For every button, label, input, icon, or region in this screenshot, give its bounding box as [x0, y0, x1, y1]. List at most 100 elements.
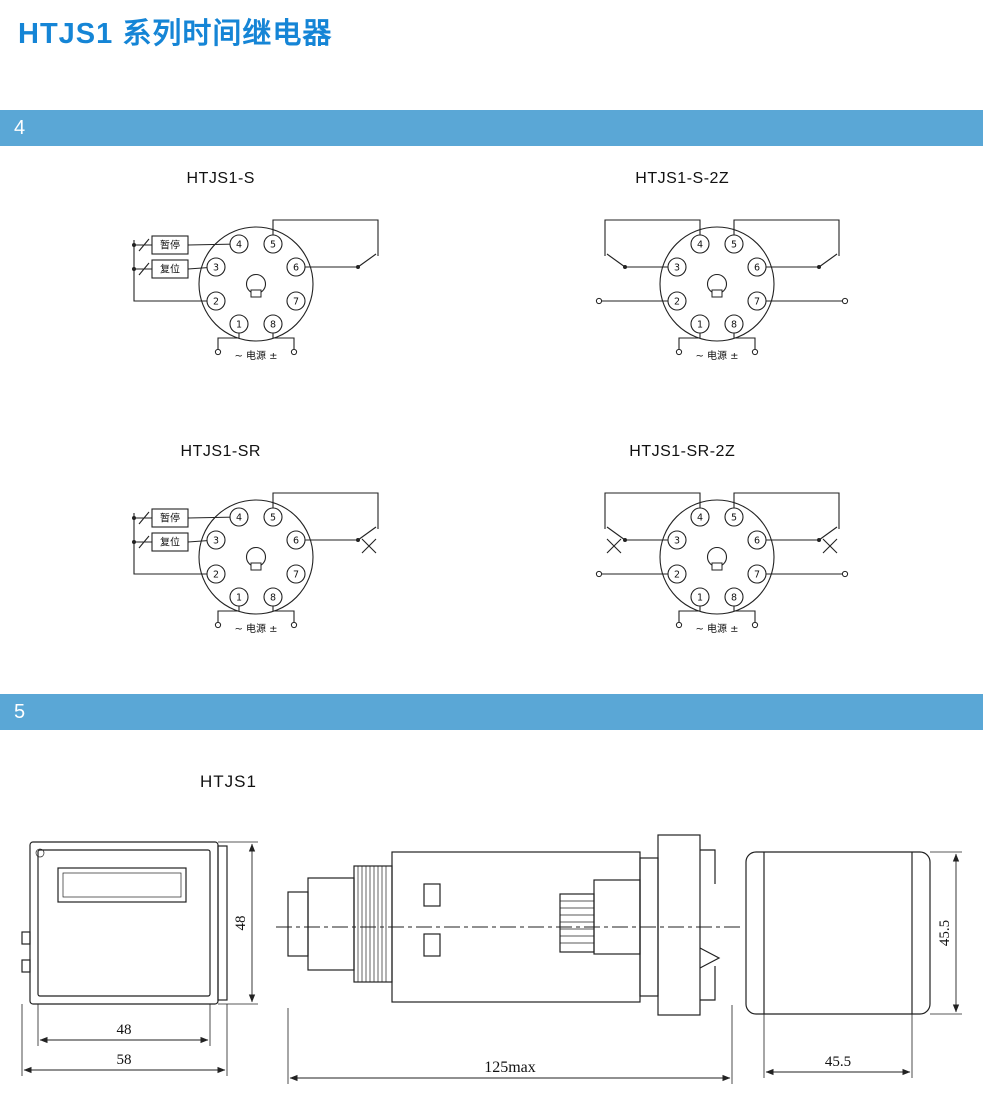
socket-pins: 1 2 3 4 5 6 7 8 — [206, 507, 306, 607]
pin-number: 8 — [731, 319, 737, 330]
power-terminals: ~ 电源 ± — [214, 621, 297, 635]
junction-dot — [131, 243, 136, 247]
section-banner-4: 4 — [0, 110, 983, 146]
power-terminals: ~ 电源 ± — [214, 348, 297, 362]
pin-number: 7 — [754, 296, 760, 307]
pin-number: 5 — [270, 239, 276, 250]
section-number-5: 5 — [14, 701, 26, 723]
pin-number: 8 — [731, 592, 737, 603]
side-tab — [21, 931, 31, 945]
reset-label: 复位 — [160, 263, 180, 276]
htjs1-s-2z-schematic: 1 2 3 4 5 6 7 8 ~ 电源 ± — [596, 219, 849, 362]
pin-number: 6 — [754, 535, 760, 546]
page-title: HTJS1 系列时间继电器 — [18, 18, 333, 50]
junction-dot — [131, 540, 136, 544]
pin-number: 6 — [293, 262, 299, 273]
pin-number: 8 — [270, 319, 276, 330]
pin-number: 2 — [213, 296, 219, 307]
contact-symbol-left — [596, 253, 628, 305]
side-length-dim: 125max — [484, 1059, 536, 1076]
panel-strip — [217, 845, 228, 1001]
socket-outline — [659, 226, 775, 342]
power-label: ~ 电源 ± — [234, 622, 277, 635]
diagram-title: HTJS1-SR — [180, 443, 261, 460]
diagram-title: HTJS1-S — [186, 170, 255, 187]
corner-screw — [35, 848, 45, 858]
junction-dot — [131, 267, 136, 271]
section-number-4: 4 — [14, 117, 26, 139]
delay-mark — [361, 538, 377, 554]
pin-number: 3 — [213, 535, 219, 546]
pin-number: 7 — [293, 569, 299, 580]
socket-outline — [198, 226, 314, 342]
pin-number: 5 — [731, 512, 737, 523]
pin-number: 5 — [270, 512, 276, 523]
front-view — [21, 841, 228, 1005]
side-view — [276, 834, 744, 1016]
wiring-diagram-htjs1-sr: HTJS1-SR 暂停 复位 — [106, 443, 416, 662]
junction-dot — [131, 516, 136, 520]
pin-number: 3 — [674, 262, 680, 273]
pin-number: 8 — [270, 592, 276, 603]
pin-number: 2 — [213, 569, 219, 580]
contact-symbol-right — [817, 253, 849, 305]
delay-mark — [822, 538, 838, 554]
wiring-lines — [133, 492, 379, 622]
pin-number: 1 — [236, 592, 242, 603]
socket-outline — [198, 499, 314, 615]
model-label: HTJS1 — [200, 772, 257, 791]
front-flange-width-dim: 58 — [117, 1052, 132, 1068]
delayed-contact-symbol-right — [355, 526, 377, 554]
pause-switch-box: 暂停 — [151, 508, 189, 528]
front-width-dim: 48 — [117, 1022, 132, 1038]
pin-number: 7 — [754, 569, 760, 580]
section-banner-5: 5 — [0, 694, 983, 730]
htjs1-sr-2z-schematic: 1 2 3 4 5 6 7 8 ~ 电源 ± — [596, 492, 849, 635]
socket-pins: 1 2 3 4 5 6 7 8 — [206, 234, 306, 334]
wiring-lines — [602, 492, 843, 622]
pin-number: 7 — [293, 296, 299, 307]
socket-pins: 1 2 3 4 5 6 7 8 — [667, 507, 767, 607]
reset-switch-box: 复位 — [151, 259, 189, 279]
diagram-title: HTJS1-S-2Z — [635, 170, 730, 187]
wiring-lines — [133, 219, 379, 349]
htjs1-sr-schematic: 暂停 复位 — [131, 492, 379, 635]
delayed-contact-symbol-left — [596, 526, 628, 578]
pause-switch-box: 暂停 — [151, 235, 189, 255]
pin-number: 4 — [697, 239, 703, 250]
wiring-lines — [602, 219, 843, 349]
reset-label: 复位 — [160, 536, 180, 549]
rear-flange — [657, 834, 701, 1016]
pin-number: 6 — [293, 535, 299, 546]
pin-number: 4 — [697, 512, 703, 523]
power-terminals: ~ 电源 ± — [676, 621, 759, 635]
power-label: ~ 电源 ± — [696, 349, 739, 362]
socket-pins: 1 2 3 4 5 6 7 8 — [667, 234, 767, 334]
socket-outline — [659, 499, 775, 615]
power-terminals: ~ 电源 ± — [676, 348, 759, 362]
wiring-diagram-htjs1-s-2z: HTJS1-S-2Z — [567, 170, 877, 389]
pin-number: 3 — [674, 535, 680, 546]
pin-number: 2 — [674, 296, 680, 307]
delay-mark — [606, 538, 622, 554]
pause-label: 暂停 — [160, 512, 180, 525]
pin-number: 2 — [674, 569, 680, 580]
wiring-diagram-htjs1-sr-2z: HTJS1-SR-2Z — [567, 443, 877, 662]
pin-number: 1 — [697, 319, 703, 330]
latch — [699, 947, 721, 969]
pin-number: 6 — [754, 262, 760, 273]
power-label: ~ 电源 ± — [234, 349, 277, 362]
pin-number: 5 — [731, 239, 737, 250]
pause-label: 暂停 — [160, 239, 180, 252]
pin-number: 3 — [213, 262, 219, 273]
pin-number: 1 — [697, 592, 703, 603]
wiring-diagram-grid: HTJS1-S 暂停 复位 — [0, 146, 983, 662]
dimension-drawing-svg: 48 48 58 125max 45.5 45.5 — [21, 834, 962, 1084]
diagram-title: HTJS1-SR-2Z — [629, 443, 736, 460]
delayed-contact-symbol-right — [817, 526, 849, 578]
htjs1-s-schematic: 暂停 复位 — [131, 219, 379, 362]
pin-number: 1 — [236, 319, 242, 330]
contact-symbol-right — [355, 253, 377, 269]
dimension-lines: 48 48 58 125max 45.5 45.5 — [21, 841, 962, 1084]
